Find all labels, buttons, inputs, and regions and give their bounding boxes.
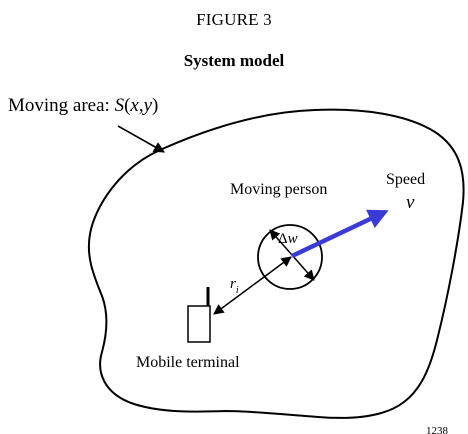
figure-title: System model [183,51,285,70]
mobile-terminal-label: Mobile terminal [136,354,240,371]
figure-number: FIGURE 3 [196,10,272,29]
speed-label: Speed [386,171,425,188]
moving-area-pointer-arrow [117,125,165,153]
figure-code: 1238 [426,425,449,434]
distance-label: ri [230,276,239,296]
mobile-terminal-body [187,305,211,343]
speed-symbol: v [406,192,415,213]
moving-person-label: Moving person [230,181,327,198]
moving-area-label: Moving area: S(x,y) [8,95,158,116]
delta-w-label: Δw [278,231,298,247]
moving-area-boundary [87,108,465,419]
distance-double-arrow [213,256,292,315]
speed-arrow [291,209,389,259]
